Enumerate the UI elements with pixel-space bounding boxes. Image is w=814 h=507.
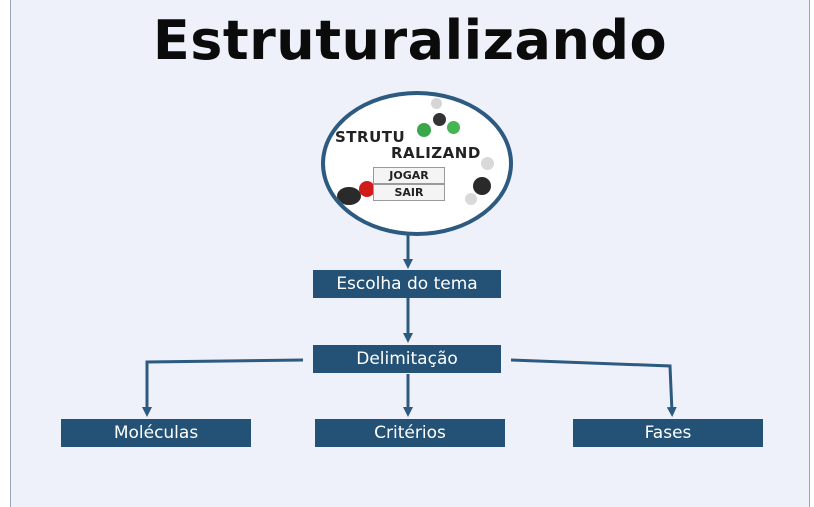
game-preview-image: STRUTU RALIZAND JOGAR SAIR [321,91,513,236]
molecule-atom-dark [473,177,491,195]
game-play-button: JOGAR [373,167,445,184]
node-delimitation: Delimitação [313,345,501,373]
molecule-atom-green [417,123,431,137]
molecule-atom-green [447,121,460,134]
game-title-line1: STRUTU [335,128,406,146]
molecule-atom-dark [337,187,361,205]
node-topic-choice: Escolha do tema [313,270,501,298]
molecule-atom-red [359,181,375,197]
slide: Estruturalizando STRUTU RALIZAND JOGAR S… [10,0,810,507]
node-criterios: Critérios [315,419,505,447]
slide-title: Estruturalizando [152,9,668,72]
game-title-line2: RALIZAND [391,144,481,162]
molecule-atom-white [431,98,442,109]
molecule-atom-dark [433,113,446,126]
arrow-delimitation-to-fases [510,358,677,417]
game-exit-button: SAIR [373,184,445,201]
molecule-atom-white [481,157,494,170]
arrow-delimitation-to-moleculas [142,358,304,417]
node-fases: Fases [573,419,763,447]
connector-arrows [142,232,677,417]
molecule-atom-white [465,193,477,205]
node-moleculas: Moléculas [61,419,251,447]
